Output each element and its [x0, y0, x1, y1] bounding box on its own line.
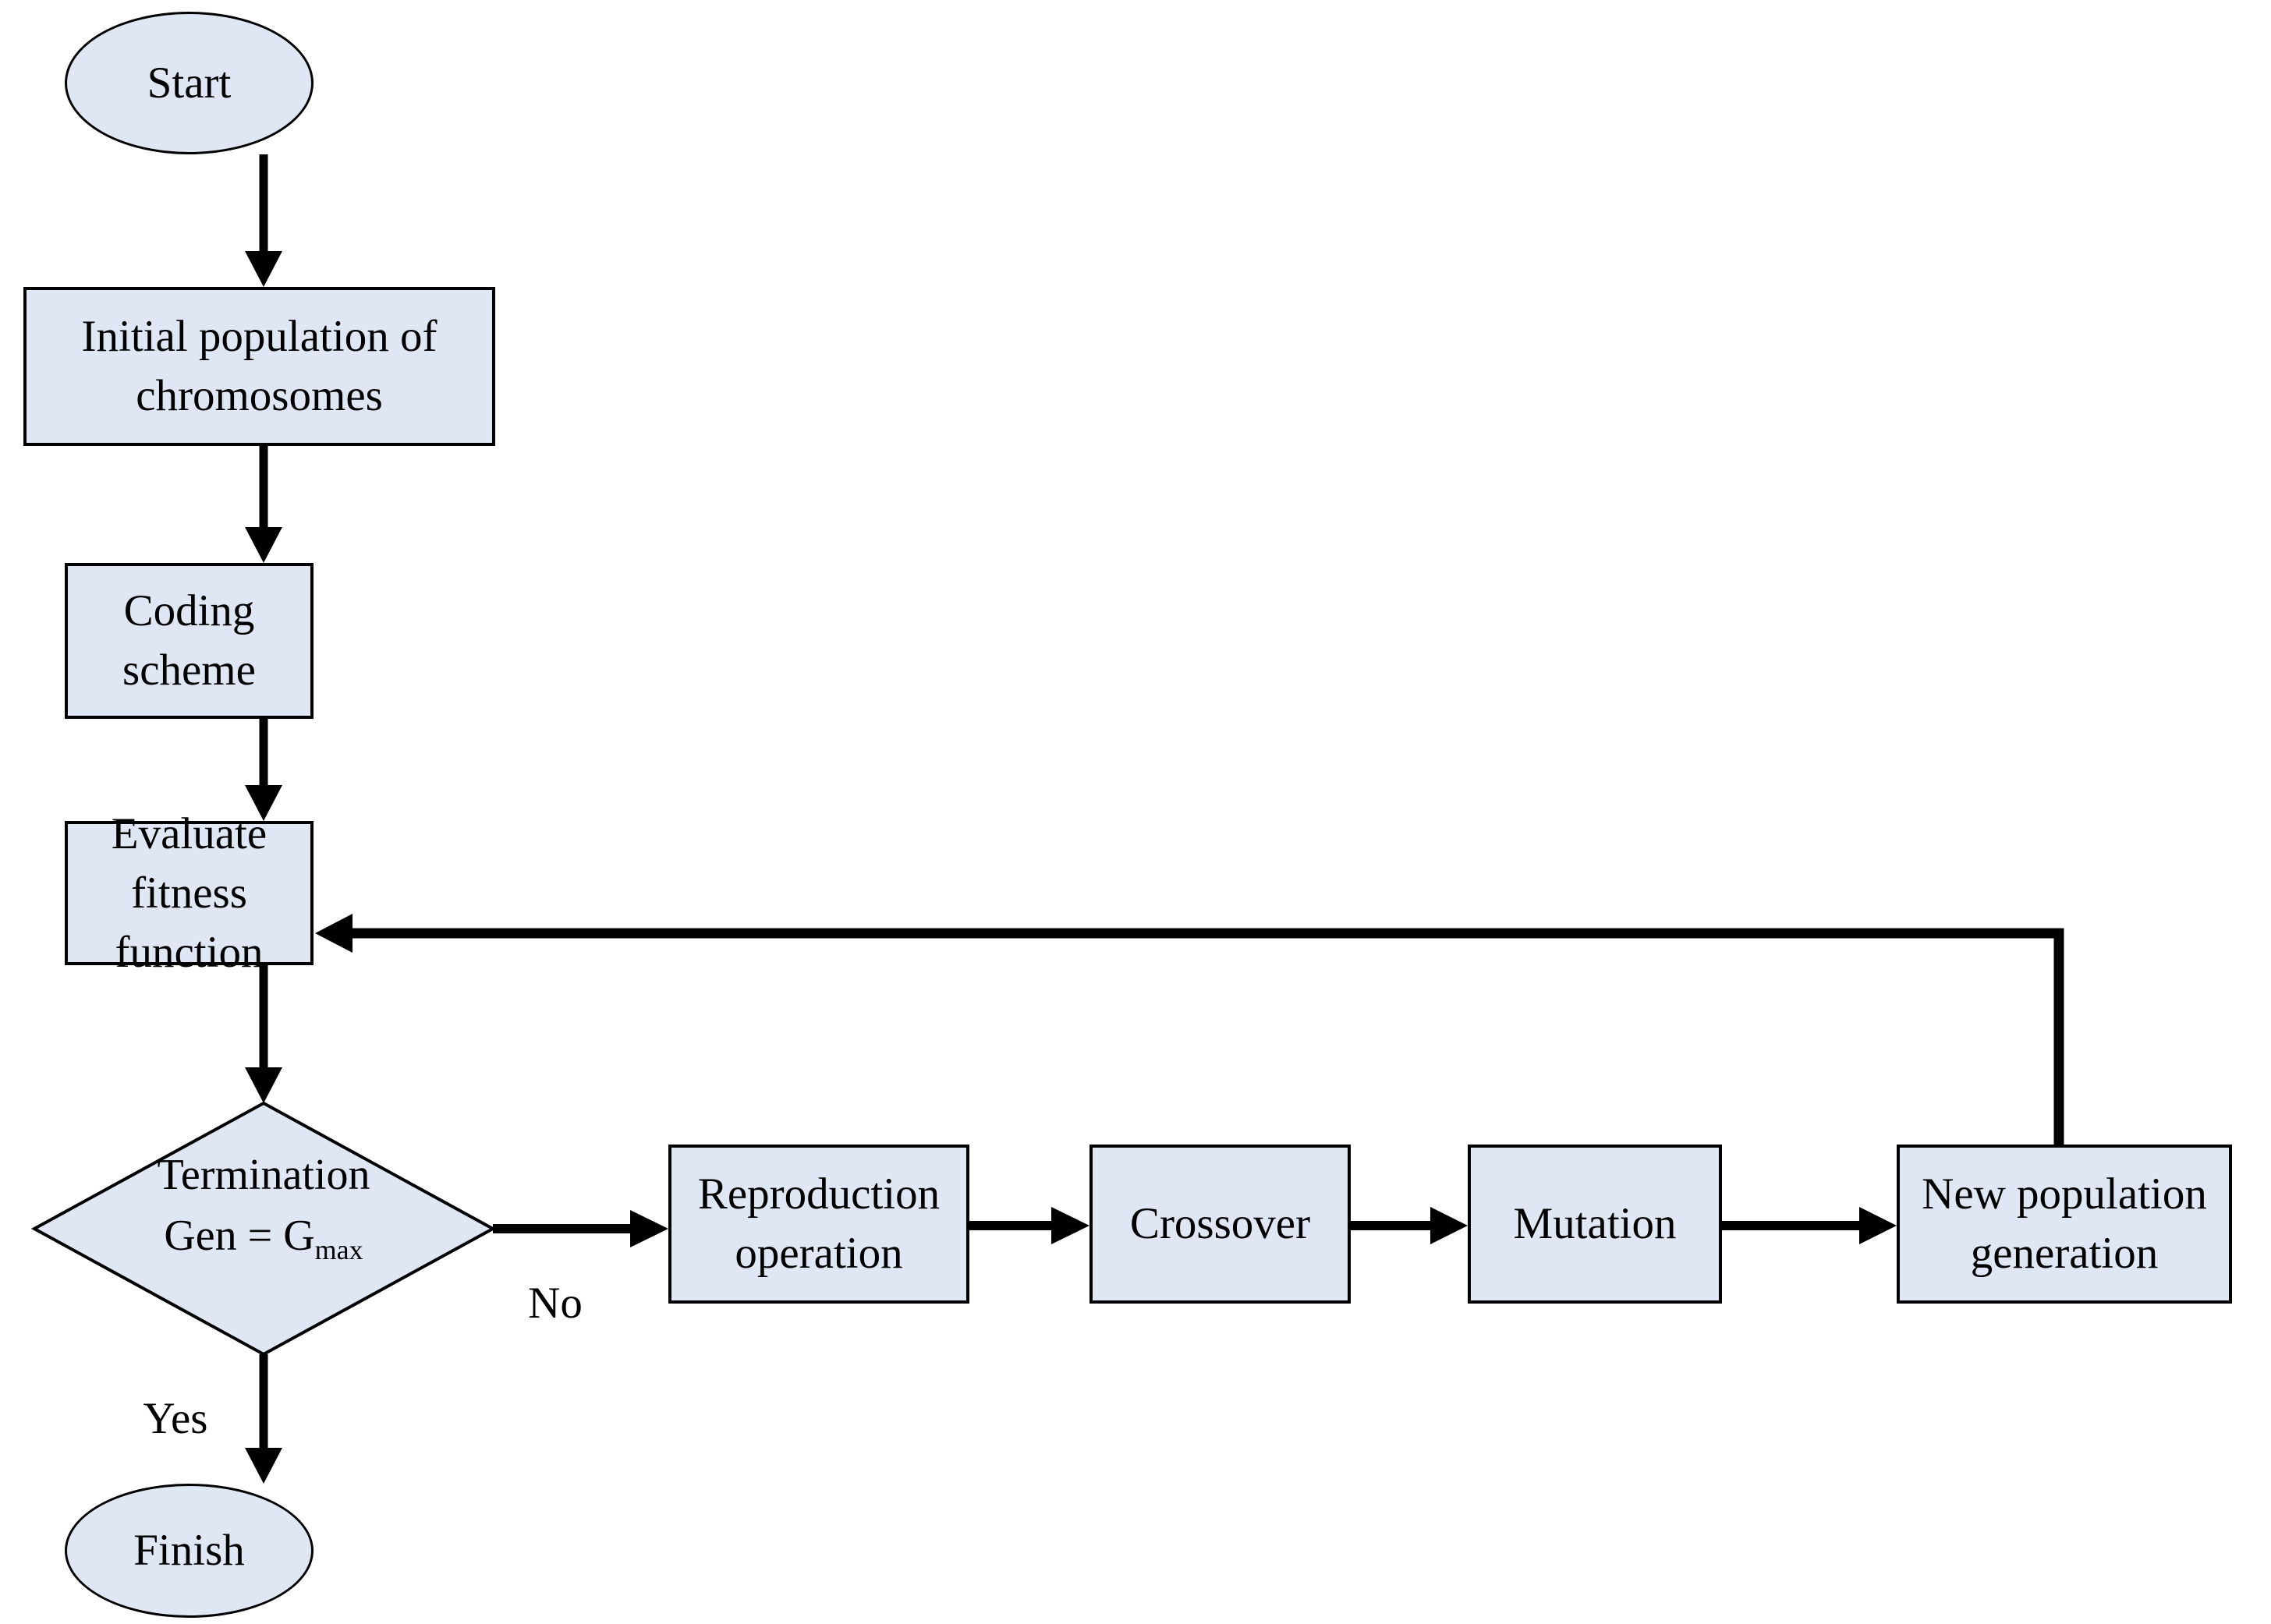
reproduction-node: Reproduction operation	[668, 1145, 969, 1304]
arrow-start-to-initial-population	[245, 154, 282, 287]
reproduction-label-line2: operation	[735, 1229, 903, 1278]
arrow-crossover-to-mutation	[1351, 1207, 1468, 1244]
termination-gmax-subscript: max	[314, 1234, 363, 1266]
arrow-initial-population-to-coding-scheme	[245, 446, 282, 563]
new-population-label-line1: New population	[1922, 1169, 2207, 1219]
new-population-node: New population generation	[1897, 1145, 2232, 1304]
new-population-label-line2: generation	[1970, 1229, 2159, 1278]
arrow-mutation-to-new-population	[1722, 1207, 1897, 1244]
start-node: Start	[65, 12, 314, 154]
feedback-arrow	[315, 914, 2064, 1145]
initial-population-label-line2: chromosomes	[136, 371, 383, 420]
finish-label: Finish	[133, 1526, 245, 1575]
termination-node	[30, 1101, 497, 1357]
reproduction-label-line1: Reproduction	[697, 1169, 941, 1219]
termination-label-line1: Termination	[157, 1151, 370, 1199]
crossover-node: Crossover	[1089, 1145, 1351, 1304]
arrow-coding-scheme-to-evaluate-fitness	[245, 719, 282, 821]
initial-population-node: Initial population of chromosomes	[23, 287, 495, 446]
no-label: No	[528, 1279, 583, 1328]
termination-label-line2: Gen = Gmax	[164, 1212, 363, 1266]
finish-node: Finish	[65, 1484, 314, 1618]
mutation-label: Mutation	[1513, 1199, 1677, 1248]
termination-label: Termination Gen = Gmax	[69, 1145, 459, 1280]
evaluate-fitness-label-line1: Evaluate fitness	[111, 808, 267, 918]
evaluate-fitness-label-line2: function	[115, 927, 264, 977]
coding-scheme-node: Coding scheme	[65, 563, 314, 719]
initial-population-label-line1: Initial population of	[81, 312, 438, 361]
mutation-node: Mutation	[1468, 1145, 1722, 1304]
evaluate-fitness-node: Evaluate fitness function	[65, 809, 314, 977]
arrow-evaluate-fitness-to-termination	[245, 965, 282, 1103]
crossover-label: Crossover	[1129, 1199, 1311, 1248]
coding-scheme-label: Coding scheme	[122, 586, 256, 695]
yes-arrow	[245, 1354, 282, 1484]
arrow-reproduction-to-crossover	[969, 1207, 1089, 1244]
start-label: Start	[147, 58, 232, 108]
yes-label: Yes	[143, 1394, 208, 1443]
no-arrow	[493, 1210, 668, 1247]
